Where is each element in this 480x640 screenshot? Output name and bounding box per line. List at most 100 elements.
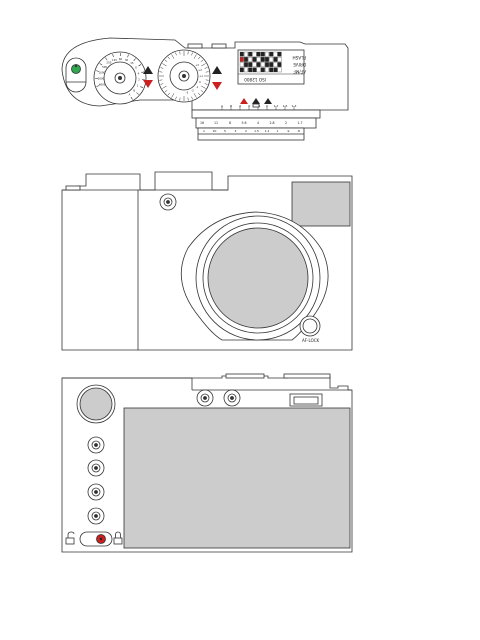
lcd-segment (265, 67, 269, 73)
shutter-dial-number: A (129, 92, 131, 96)
lens-top-label: 4 (239, 104, 241, 108)
lcd-segment (239, 62, 244, 67)
lcd-segment (256, 67, 261, 73)
shutter-tick (127, 54, 129, 58)
exposure-tick (197, 92, 201, 96)
front-view: AF-LOCK (61, 171, 353, 351)
viewfinder-window (291, 181, 351, 227)
shutter-dial-number: 1000 (99, 70, 106, 74)
exposure-dial-number: -3 (186, 91, 189, 95)
exposure-tick (193, 93, 197, 98)
distance-label: .8 (297, 129, 300, 133)
lcd-segment (273, 57, 278, 62)
exposure-tick (191, 96, 193, 100)
lcd-segment (265, 57, 269, 62)
lcd-segment (239, 57, 244, 62)
lcd-segment (256, 57, 261, 62)
exposure-tick (164, 89, 168, 93)
lcd-segment (239, 51, 244, 57)
exposure-tick (179, 51, 181, 55)
shutter-tick (133, 58, 136, 61)
back-button-1[interactable] (87, 436, 105, 454)
exposure-tick (205, 79, 209, 81)
back-button-4[interactable] (87, 507, 105, 525)
shutter-dial-number: 2 (138, 77, 140, 81)
lcd-segment (265, 62, 269, 67)
shutter-dial-number: 60 (119, 57, 123, 61)
lcd-segment (256, 51, 261, 57)
shutter-dial-number: 4000 (99, 82, 106, 86)
distance-label: 5 (224, 129, 226, 133)
shutter-tick (96, 85, 100, 87)
back-button-3[interactable] (87, 483, 105, 501)
shutter-dial-number: 30 (125, 58, 129, 62)
exposure-tick (201, 63, 206, 67)
lcd-segment (273, 67, 278, 73)
shutter-dial-number: 4 (138, 71, 140, 75)
exposure-dial-number: +3 (195, 63, 199, 67)
exposure-dial-number: +1 (199, 74, 203, 78)
shutter-tick (96, 70, 100, 72)
lcd-segment (239, 67, 244, 73)
shutter-tick (138, 64, 142, 67)
lcd-segment (248, 62, 253, 67)
shutter-tick (141, 71, 145, 73)
exposure-tick (201, 85, 206, 89)
aperture-label: 8 (229, 121, 231, 125)
shutter-tick (136, 92, 139, 95)
af-lock-label: AF-LOCK (302, 338, 320, 343)
lens-top-label: 1.7 (274, 104, 279, 108)
exposure-tick (160, 67, 164, 69)
distance-label: 1.5 (254, 129, 259, 133)
shutter-tick (105, 57, 108, 61)
exposure-dial-number: -1 (196, 85, 199, 89)
exposure-tick (175, 96, 177, 100)
back-knob-cap (225, 373, 265, 379)
shutter-dial-number: 250 (106, 61, 111, 65)
lcd-segment (260, 51, 265, 57)
lcd-segment (248, 57, 253, 62)
lcd-segment (277, 62, 282, 67)
lens-top-label: ∞ (221, 104, 224, 108)
lock-switch[interactable] (79, 531, 113, 547)
lock-icon (113, 531, 123, 545)
lcd-segment (244, 62, 248, 67)
unlock-icon (65, 531, 75, 545)
exposure-tick (197, 56, 201, 60)
exposure-tick (200, 89, 204, 93)
exposure-tick (187, 51, 189, 55)
aperture-label: 1.7 (297, 121, 302, 125)
shutter-dial-number: 125 (112, 58, 117, 62)
lens-top-label: 3 (248, 104, 250, 108)
back-lcd-cap (283, 373, 331, 379)
lcd-segment (269, 62, 274, 67)
distance-label: 20 (213, 129, 217, 133)
back-button-2[interactable] (87, 459, 105, 477)
lcd-segment (269, 51, 274, 57)
aperture-label: 2 (285, 121, 287, 125)
lcd-segment (244, 57, 248, 62)
shutter-tick (130, 96, 133, 100)
lcd-segment (260, 57, 265, 62)
exposure-tick (205, 71, 209, 73)
focus-index-red-icon (240, 98, 248, 104)
exposure-compensation-dial[interactable]: +3+2+10-1-2-3 (157, 49, 211, 103)
lens-top-label: 2 (266, 104, 268, 108)
top-lcd-panel: FLASH DRIVE AF/MF ISO 12800 (237, 49, 306, 85)
power-switch[interactable] (65, 57, 87, 93)
lcd-segment (256, 62, 261, 67)
lens-top-label: 1.5 (283, 104, 288, 108)
shutter-dial-number: 500 (102, 65, 107, 69)
exposure-tick (171, 93, 175, 98)
lcd-segment (269, 67, 274, 73)
aperture-label: 11 (214, 121, 218, 125)
exposure-tick (164, 59, 168, 63)
exposure-tick (160, 83, 164, 85)
lcd-segment-grid (238, 51, 304, 75)
exposure-tick (159, 79, 163, 81)
lcd-segment (244, 67, 248, 73)
exposure-tick (159, 71, 163, 73)
